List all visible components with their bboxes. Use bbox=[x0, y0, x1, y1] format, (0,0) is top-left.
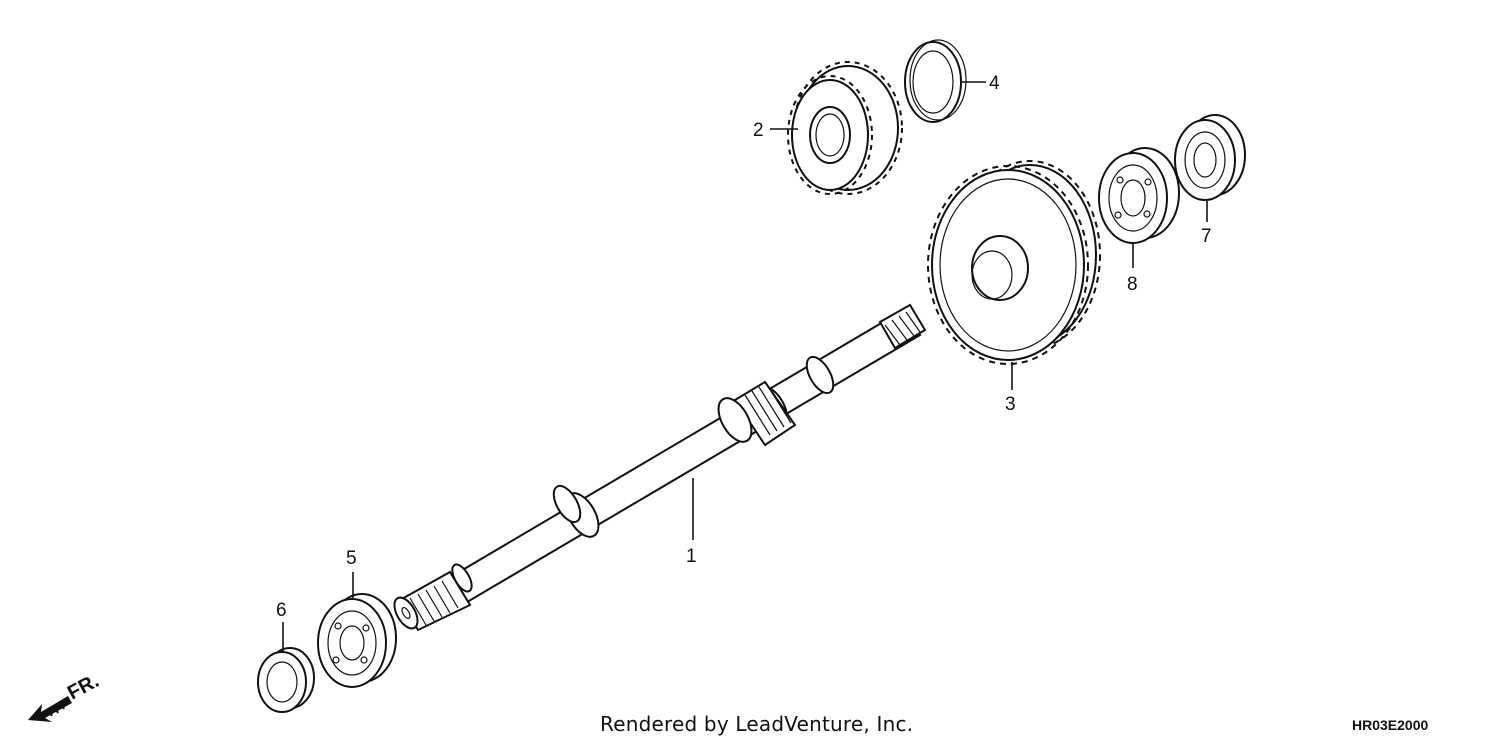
seal-part-6[interactable] bbox=[257, 647, 315, 713]
diagram-code: HR03E2000 bbox=[1352, 717, 1429, 733]
shaft-part-1[interactable] bbox=[390, 303, 927, 632]
credit-text: Rendered by LeadVenture, Inc. bbox=[600, 712, 914, 736]
small-gear-part-2[interactable] bbox=[787, 61, 903, 195]
callout-7: 7 bbox=[1201, 226, 1212, 247]
callout-3: 3 bbox=[1005, 394, 1016, 415]
washer-part-4[interactable] bbox=[904, 39, 967, 123]
bearing-part-8[interactable] bbox=[1098, 147, 1180, 244]
leader-lines bbox=[282, 81, 1208, 652]
bearing-part-7[interactable] bbox=[1174, 114, 1246, 201]
callout-8: 8 bbox=[1127, 274, 1138, 295]
front-direction-arrow-icon bbox=[28, 696, 72, 722]
callout-1: 1 bbox=[686, 546, 697, 567]
callout-6: 6 bbox=[276, 600, 287, 621]
callout-4: 4 bbox=[989, 73, 1000, 94]
callout-2: 2 bbox=[753, 120, 764, 141]
large-gear-part-3[interactable] bbox=[927, 160, 1101, 365]
callout-5: 5 bbox=[346, 548, 357, 569]
bearing-part-5[interactable] bbox=[317, 593, 397, 688]
